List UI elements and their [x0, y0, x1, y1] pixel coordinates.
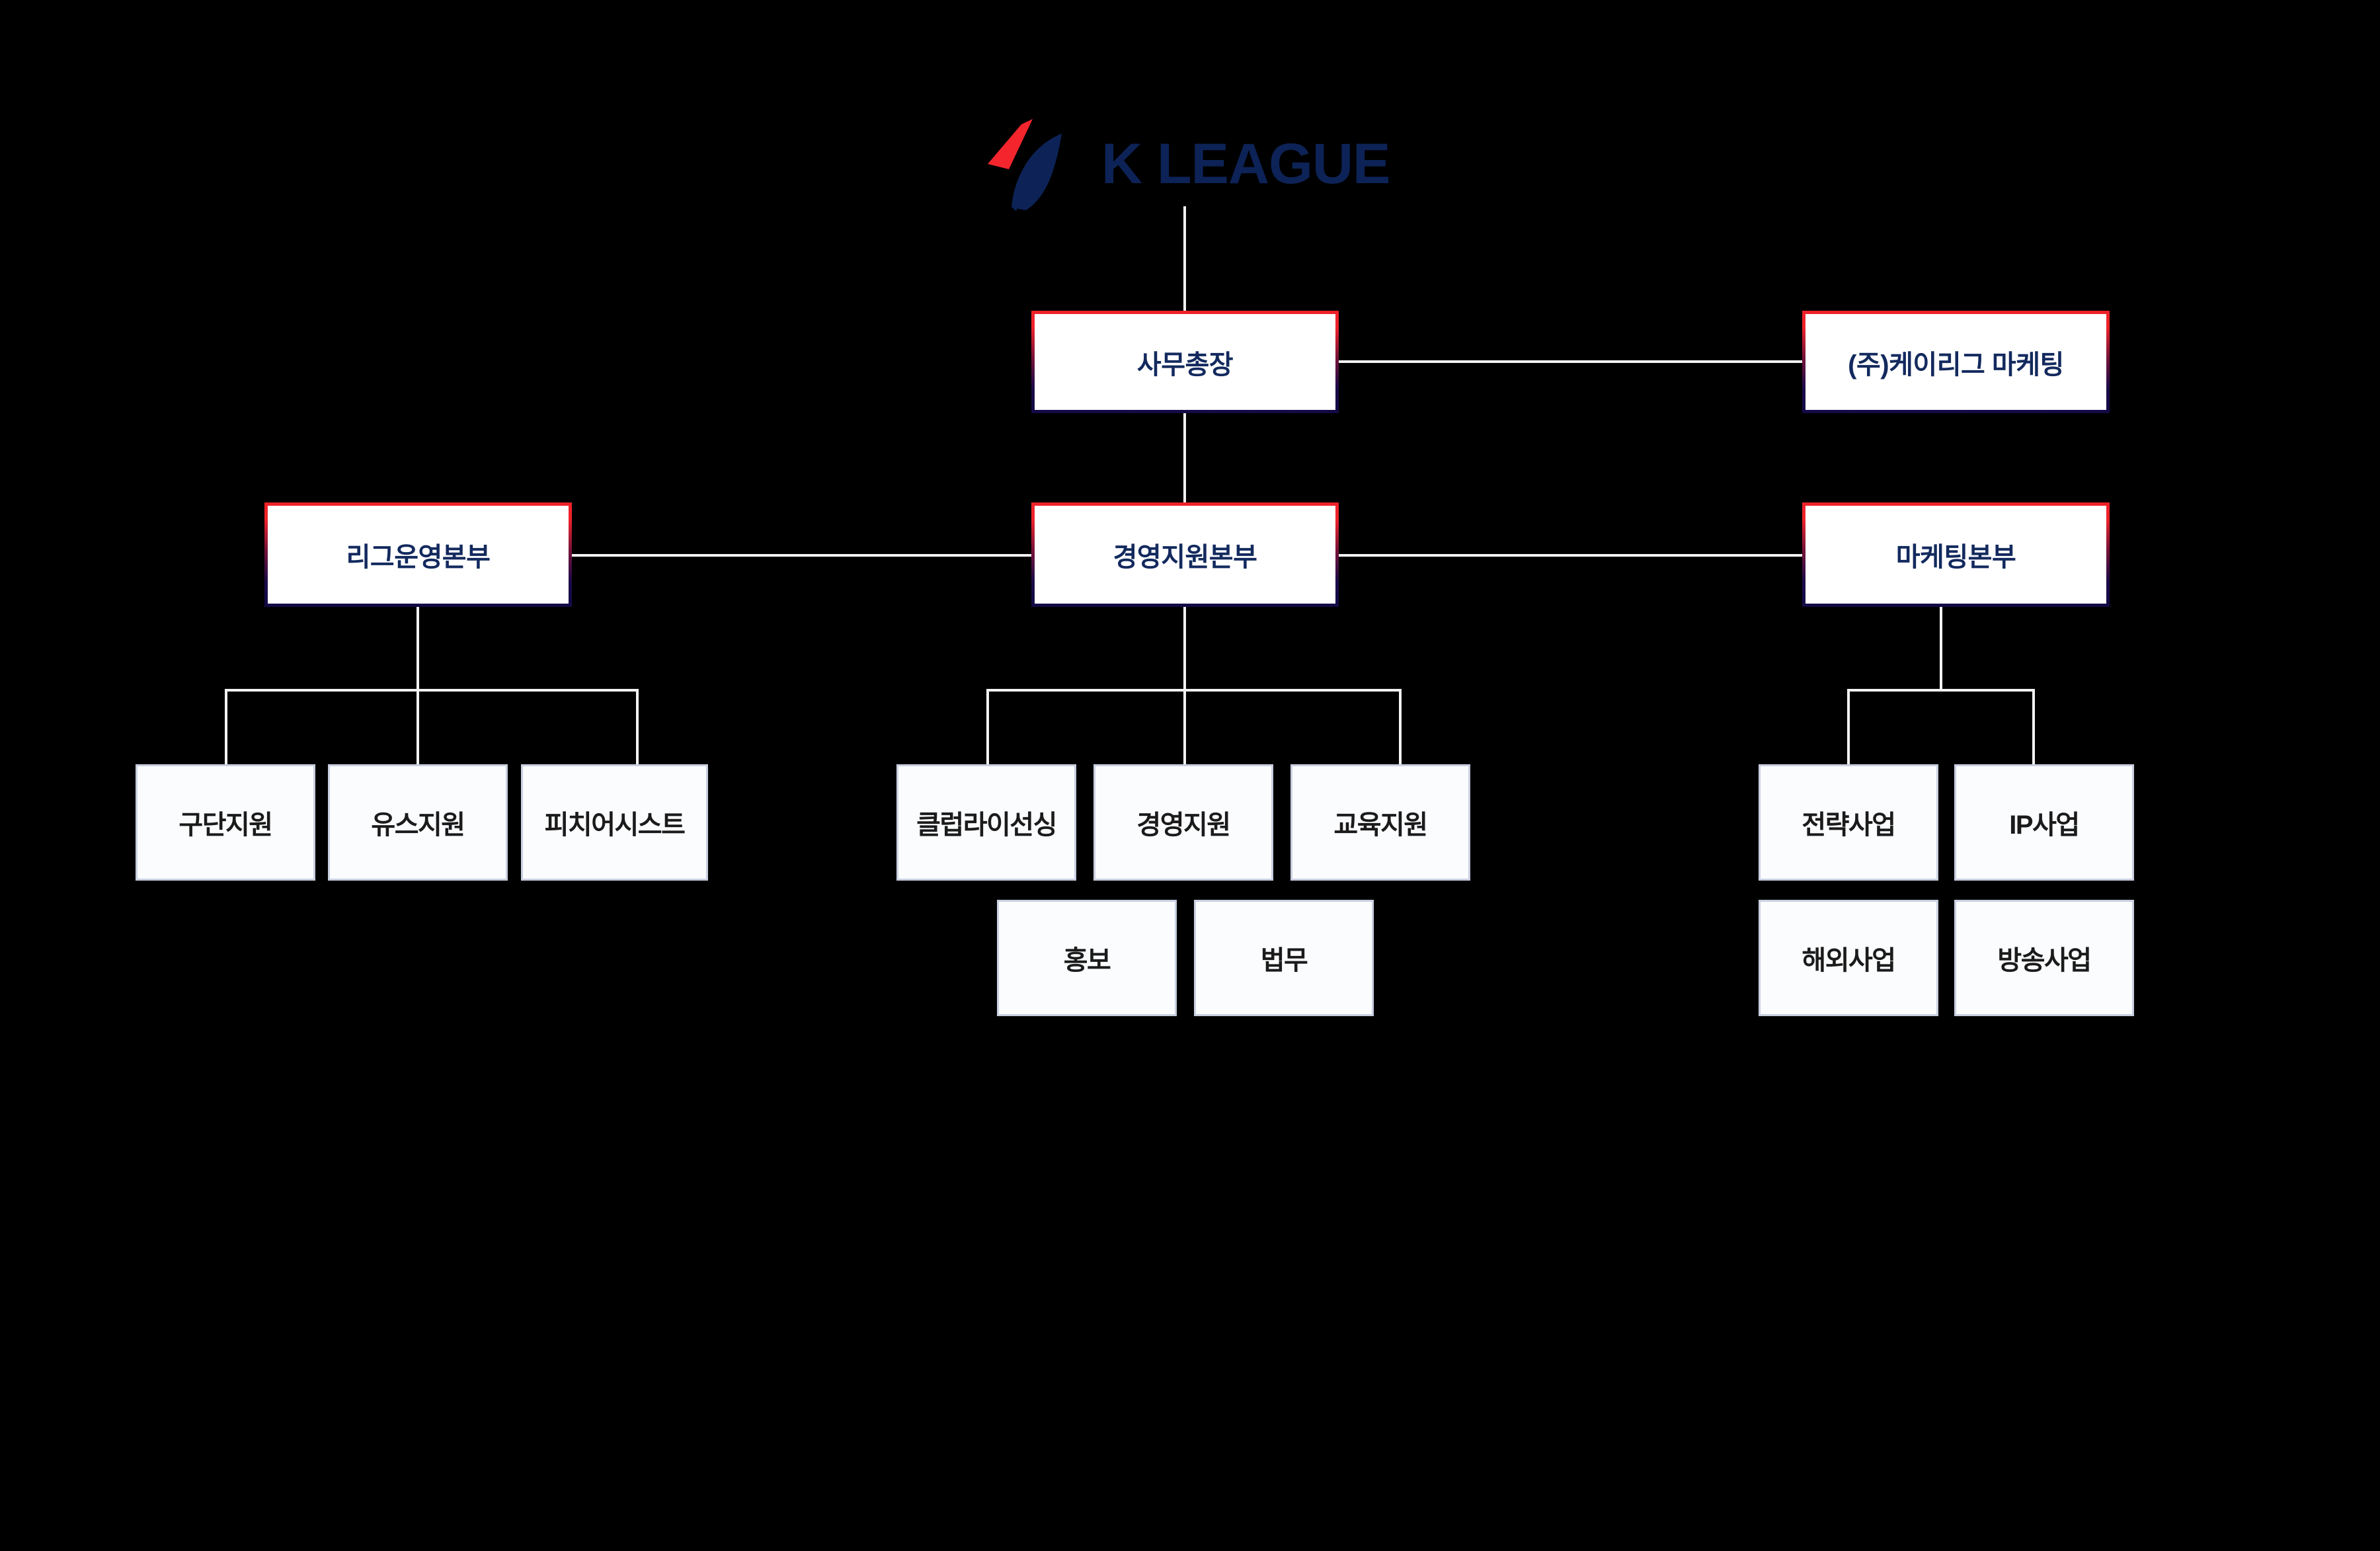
k-league-logo: K LEAGUE	[985, 116, 1408, 212]
node-label: 리그운영본부	[346, 543, 491, 572]
connector-marketing-stem	[1940, 607, 1942, 690]
node-youth-support-team[interactable]: 유스지원	[328, 764, 508, 881]
node-management-support-division[interactable]: 경영지원본부	[1031, 502, 1339, 607]
node-label: 전략사업	[1802, 811, 1896, 840]
node-league-operations-division[interactable]: 리그운영본부	[264, 502, 572, 607]
node-overseas-business-team[interactable]: 해외사업	[1759, 900, 1938, 1016]
connector-marketing-drop-2	[2032, 689, 2035, 766]
connector-management-to-marketing-division	[1337, 554, 1804, 557]
node-club-support-team[interactable]: 구단지원	[136, 764, 315, 881]
connector-league-bus	[225, 689, 639, 692]
node-ip-business-team[interactable]: IP사업	[1954, 764, 2134, 881]
connector-marketing-drop-1	[1847, 689, 1850, 766]
node-education-support-team[interactable]: 교육지원	[1290, 764, 1470, 881]
node-strategic-business-team[interactable]: 전략사업	[1759, 764, 1938, 881]
node-label: 방송사업	[1997, 946, 2092, 975]
node-secretary-general[interactable]: 사무총장	[1031, 311, 1339, 413]
connector-management-drop-3	[1399, 689, 1402, 766]
node-label: 마케팅본부	[1895, 543, 2016, 572]
node-label: 경영지원본부	[1113, 543, 1257, 572]
node-label: 피치어시스트	[544, 811, 686, 840]
connector-root-to-management-division	[1183, 412, 1186, 504]
node-pitch-assist-team[interactable]: 피치어시스트	[521, 764, 708, 881]
node-label: 유스지원	[371, 811, 465, 840]
k-league-star-icon	[988, 118, 1062, 210]
connector-league-stem	[416, 607, 419, 690]
connector-marketing-bus	[1847, 689, 2035, 692]
node-club-licensing-team[interactable]: 클럽라이선싱	[896, 764, 1076, 881]
node-k-league-marketing-corp[interactable]: (주)케이리그 마케팅	[1802, 311, 2110, 413]
node-label: 해외사업	[1802, 946, 1896, 975]
node-label: 클럽라이선싱	[916, 811, 1057, 840]
logo-wordmark: K LEAGUE	[1101, 132, 1390, 196]
node-label: 경영지원	[1136, 811, 1231, 840]
node-label: 홍보	[1063, 946, 1111, 975]
connector-root-to-affiliate	[1337, 360, 1804, 363]
connector-league-drop-1	[225, 689, 227, 766]
node-management-support-team[interactable]: 경영지원	[1093, 764, 1273, 881]
node-label: 사무총장	[1136, 350, 1234, 379]
connector-management-bus	[986, 689, 1402, 692]
node-label: 교육지원	[1333, 811, 1428, 840]
node-marketing-division[interactable]: 마케팅본부	[1802, 502, 2110, 607]
connector-league-drop-2	[416, 689, 419, 766]
connector-logo-to-root	[1183, 206, 1186, 312]
node-public-relations-team[interactable]: 홍보	[997, 900, 1177, 1016]
connector-management-stem	[1183, 607, 1186, 690]
node-label: IP사업	[2009, 811, 2080, 840]
connector-management-to-league-division	[570, 554, 1033, 557]
node-label: 법무	[1260, 946, 1308, 975]
node-label: 구단지원	[178, 811, 273, 840]
node-legal-affairs-team[interactable]: 법무	[1194, 900, 1374, 1016]
node-broadcast-business-team[interactable]: 방송사업	[1954, 900, 2134, 1016]
connector-management-drop-2	[1183, 689, 1186, 766]
connector-management-drop-1	[986, 689, 989, 766]
connector-league-drop-3	[636, 689, 639, 766]
node-label: (주)케이리그 마케팅	[1848, 350, 2064, 379]
